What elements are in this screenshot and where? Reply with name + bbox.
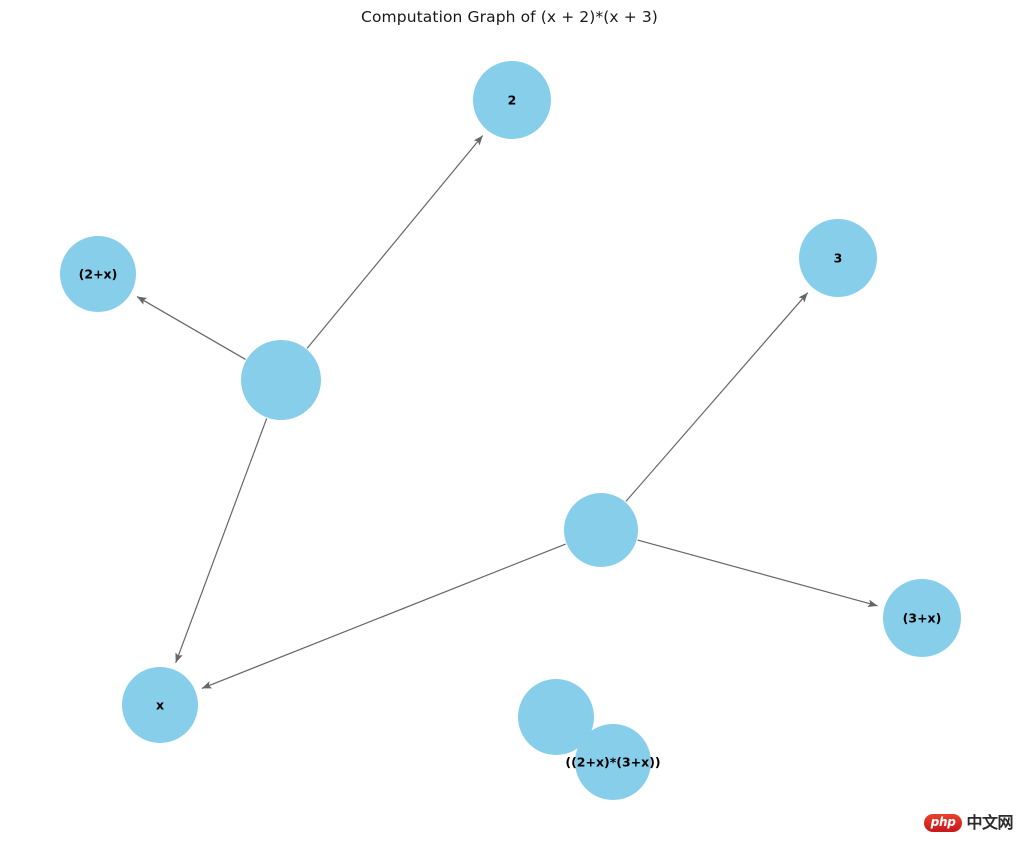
graph-node-x[interactable] <box>122 667 198 743</box>
graph-node-three[interactable] <box>799 219 877 297</box>
node-layer <box>60 61 961 800</box>
graph-edge <box>637 539 878 608</box>
watermark: php 中文网 <box>923 812 1013 834</box>
graph-node-plus_left[interactable] <box>241 340 321 420</box>
graph-edge <box>201 543 566 689</box>
graph-node-plus_right[interactable] <box>564 493 638 567</box>
edge-layer <box>136 135 878 689</box>
graph-edge <box>175 418 268 664</box>
graph-node-two[interactable] <box>473 61 551 139</box>
graph-node-add2x[interactable] <box>60 236 136 312</box>
figure-title: Computation Graph of (x + 2)*(x + 3) <box>361 8 658 26</box>
graph-node-add3x[interactable] <box>883 579 961 657</box>
graph-edge <box>625 292 809 502</box>
graph-node-mul_upper[interactable] <box>518 679 594 755</box>
php-logo-badge: php <box>923 814 963 832</box>
graph-edge <box>136 296 246 360</box>
graph-edge <box>306 135 484 349</box>
graph-node-product[interactable] <box>575 724 651 800</box>
watermark-text: 中文网 <box>966 813 1013 832</box>
